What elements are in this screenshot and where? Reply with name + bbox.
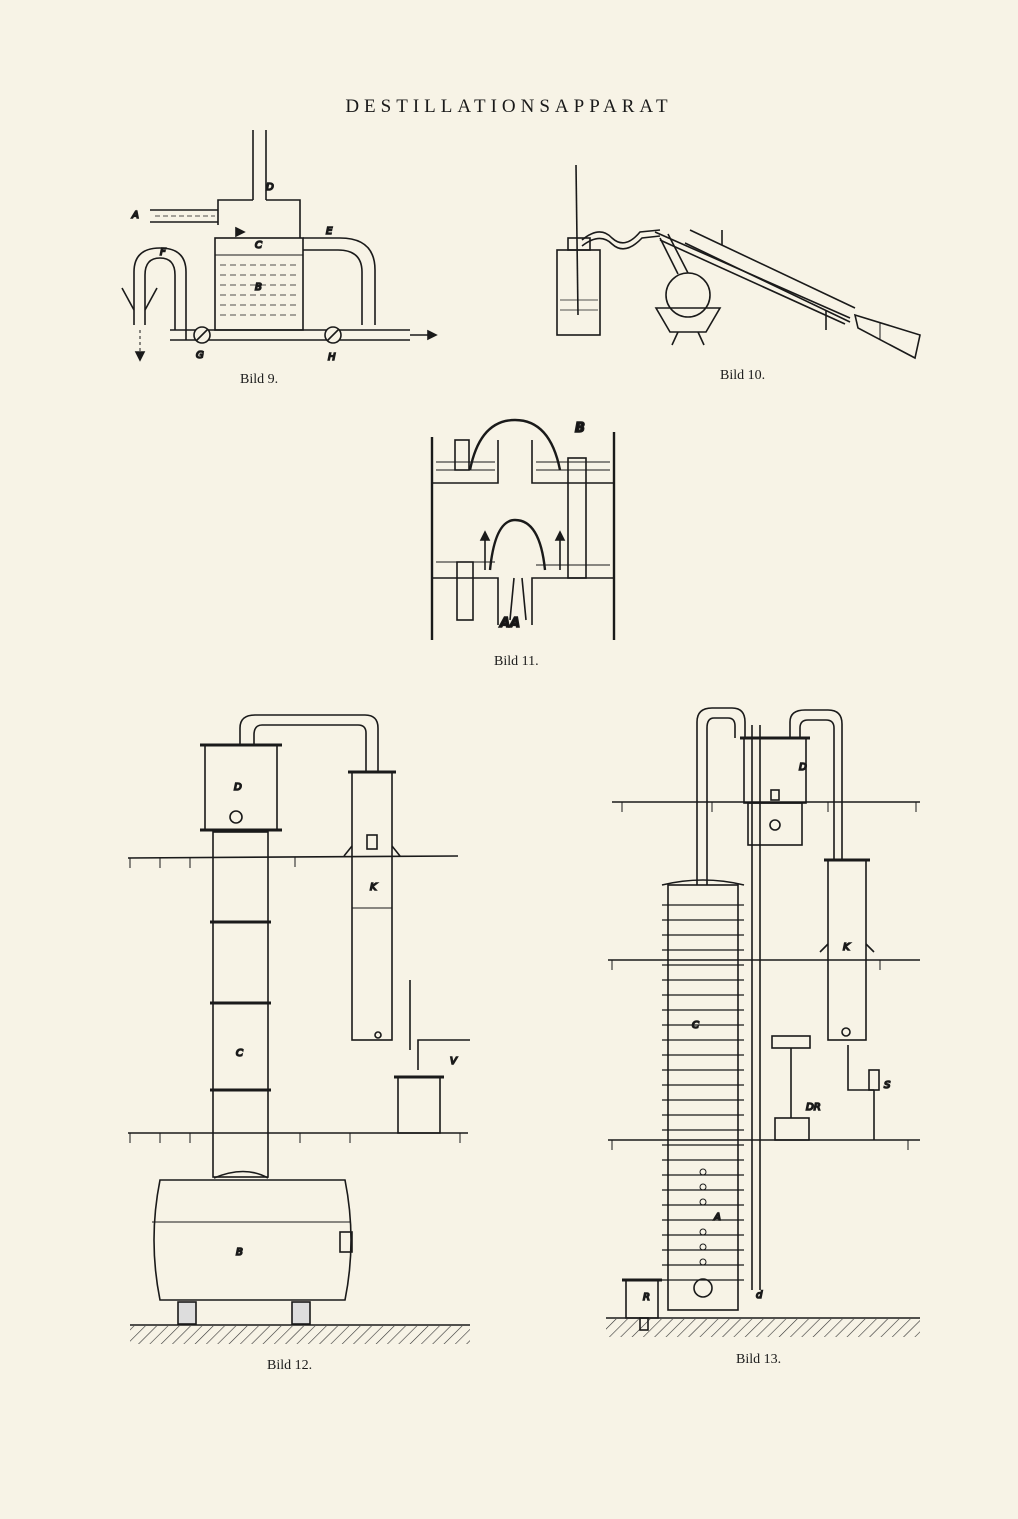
bild9-label-b: B — [255, 282, 262, 293]
bild12-label-d: D — [234, 782, 242, 793]
bild12-caption: Bild 12. — [267, 1358, 313, 1373]
bild12-label-v: V — [450, 1056, 458, 1067]
bild11-label-b: B — [575, 421, 585, 436]
bild13-label-c: C — [692, 1020, 699, 1031]
bild10-caption: Bild 10. — [720, 368, 766, 383]
bild13-label-r: R — [643, 1292, 650, 1303]
bild13-caption: Bild 13. — [736, 1352, 782, 1367]
bild10-diagram — [556, 164, 921, 360]
bild13-diagram: D K C DR S A R d — [606, 707, 920, 1337]
bild13-label-dr: DR — [806, 1102, 821, 1113]
bild13-label-k: K — [843, 942, 851, 953]
bild12-label-b: B — [236, 1247, 243, 1258]
bild12-label-c: C — [236, 1048, 243, 1059]
bild9-diagram: D A C E F B G H — [121, 130, 438, 364]
bild13-label-d-small: d — [756, 1290, 763, 1301]
bild13-label-a: A — [713, 1212, 721, 1223]
bild11-caption: Bild 11. — [494, 654, 539, 669]
bild11-diagram: B AA — [430, 418, 616, 640]
bild11-label-aa: AA — [499, 616, 520, 631]
bild9-label-e: E — [326, 226, 333, 237]
bild9-label-g: G — [196, 350, 204, 361]
bild12-diagram: D K C V B — [127, 714, 470, 1344]
bild9-label-f: F — [160, 247, 166, 258]
bild13-label-d: D — [799, 762, 807, 773]
bild9-label-d: D — [266, 182, 274, 193]
bild13-label-s: S — [884, 1080, 891, 1091]
bild12-label-k: K — [370, 882, 378, 893]
bild9-label-c: C — [255, 240, 262, 251]
page-title: DESTILLATIONSAPPARAT — [345, 96, 673, 117]
bild9-caption: Bild 9. — [240, 372, 279, 387]
bild9-label-h: H — [328, 352, 336, 363]
bild9-label-a: A — [131, 210, 139, 221]
